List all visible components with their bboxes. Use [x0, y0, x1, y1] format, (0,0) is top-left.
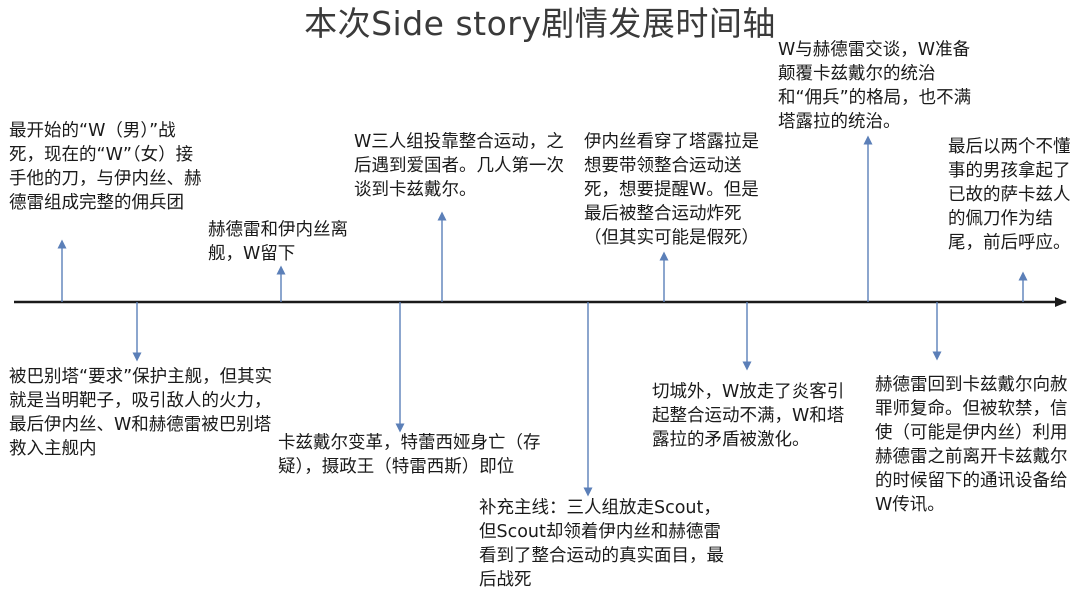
event-6-text: 补充主线：三人组放走Scout，但Scout却领着伊内丝和赫德雷看到了整合运动的…	[479, 498, 724, 590]
event-10-text: 赫德雷回到卡兹戴尔向赦罪师复命。但被软禁，信使（可能是伊内丝）利用赫德雷之前离开…	[875, 375, 1068, 515]
event-1-text: 最开始的“W（男）”战死，现在的“W”（女）接手他的刀，与伊内丝、赫德雷组成完整…	[9, 121, 202, 213]
event-9-text: W与赫德雷交谈，W准备颠覆卡兹戴尔的统治和“佣兵”的格局，也不满塔露拉的统治。	[778, 40, 972, 132]
diagram-title: 本次Side story剧情发展时间轴	[304, 4, 776, 43]
event-5-text: W三人组投靠整合运动，之后遇到爱国者。几人第一次谈到卡兹戴尔。	[354, 132, 564, 200]
event-7-text: 伊内丝看穿了塔露拉是想要带领整合运动送死，想要提醒W。但是最后被整合运动炸死（但…	[584, 132, 759, 248]
event-4-text: 卡兹戴尔变革，特蕾西娅身亡（存疑），摄政王（特雷西斯）即位	[278, 433, 541, 477]
event-3-text: 赫德雷和伊内丝离舰，W留下	[208, 220, 348, 264]
event-2-text: 被巴别塔“要求”保护主舰，但其实就是当明靶子，吸引敌人的火力，最后伊内丝、W和赫…	[9, 367, 273, 459]
event-8-text: 切城外，W放走了炎客引起整合运动不满，W和塔露拉的矛盾被激化。	[652, 382, 845, 450]
event-11-text: 最后以两个不懂事的男孩拿起了已故的萨卡兹人的佩刀作为结尾，前后呼应。	[948, 137, 1071, 253]
